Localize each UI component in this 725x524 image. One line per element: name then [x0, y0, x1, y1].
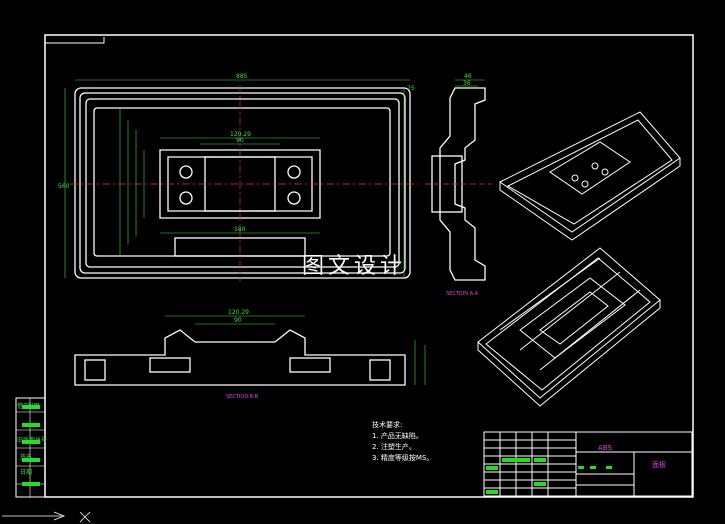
section-view-bb: [74, 329, 406, 386]
left-margin-fills: [22, 405, 40, 486]
left-margin-strip: [15, 397, 46, 498]
note-item-2: 2. 注塑生产。: [372, 443, 416, 451]
title-block-fills: [486, 458, 612, 494]
dim-inner-mid: 90: [236, 137, 244, 144]
top-left-tab: [45, 37, 105, 44]
side-label-4: 日期: [20, 469, 33, 476]
side-label-2: 旧底图总号: [17, 437, 48, 444]
side-view-dims: [455, 79, 485, 87]
iso-view-top: [499, 111, 681, 241]
watermark-text: 图文设计: [302, 254, 407, 279]
side-label-3: 签名: [20, 454, 33, 461]
dim-height: 560: [58, 183, 70, 190]
section-bb-dims: [165, 315, 426, 385]
dim-side-top: 46: [464, 73, 472, 80]
left-margin-rows: [16, 398, 45, 497]
note-item-3: 3. 精度等级按MS。: [372, 454, 434, 462]
dim-section-b-mid: 90: [234, 317, 242, 324]
section-label-bb: SECTION B-B: [226, 394, 259, 400]
material-label: ABS: [598, 444, 612, 452]
dim-inner-top: 120.29: [230, 131, 251, 138]
side-label-1: 借(通)用: [17, 403, 40, 410]
notes-title: 技术要求:: [372, 421, 403, 429]
dim-section-b-top: 120.29: [228, 309, 249, 316]
title-block: [483, 431, 693, 497]
iso-view-bottom: [477, 247, 661, 407]
ucs-marker: [2, 511, 91, 523]
part-name-label: 面板: [652, 461, 666, 469]
dim-width: 885: [236, 73, 248, 80]
dim-corner: 25: [407, 85, 415, 92]
technical-notes: 技术要求: 1. 产品无缺陷。 2. 注塑生产。 3. 精度等级按MS。: [372, 420, 433, 464]
note-item-1: 1. 产品无缺陷。: [372, 432, 423, 440]
section-label-aa: SECTION A-A: [446, 291, 479, 297]
dim-side-sub: 36: [463, 80, 471, 87]
dim-inner-bottom: 180: [234, 226, 246, 233]
top-view: [74, 87, 411, 279]
drawing-border: [44, 34, 694, 498]
